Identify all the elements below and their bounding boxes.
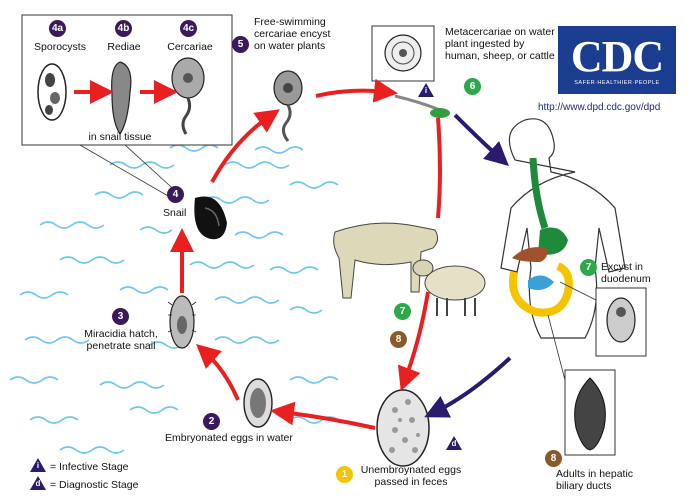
label-in-snail-tissue: in snail tissue <box>70 131 170 143</box>
label-cercariae: Cercariae <box>160 41 220 53</box>
badge-step-2: 2 <box>203 413 220 430</box>
badge-4a: 4a <box>49 20 66 37</box>
label-adults-hepatic: Adults in hepatic biliary ducts <box>556 468 656 492</box>
badge-4b: 4b <box>115 20 132 37</box>
arrow-plant-to-human <box>455 115 500 158</box>
metacercaria-illustration <box>385 35 421 71</box>
arrow-egg-to-embryonated <box>282 412 375 428</box>
cdc-logo-text: CDC <box>558 32 676 82</box>
label-metacercariae: Metacercariae on water plant ingested by… <box>445 26 555 62</box>
label-excyst-duodenum: Excyst in duodenum <box>601 261 661 285</box>
snail-illustration <box>194 196 227 239</box>
badge-step-7: 7 <box>580 259 597 276</box>
label-unembryonated-eggs: Unembroynated eggs passed in feces <box>356 464 466 488</box>
label-miracidia-hatch: Miracidia hatch, penetrate snail <box>76 328 166 352</box>
badge-step-7-animals: 7 <box>394 303 411 320</box>
human-arrows <box>435 115 510 412</box>
free-cercaria-illustration <box>274 71 302 141</box>
excyst-illustration <box>607 298 635 342</box>
legend-diagnostic-symbol: d <box>30 476 46 490</box>
badge-step-5: 5 <box>232 36 249 53</box>
legend-infective-text: = Infective Stage <box>50 461 129 473</box>
arrow-human-to-egg <box>435 358 510 412</box>
arrow-cercaria-to-plant <box>316 91 386 96</box>
miracidium-illustration <box>168 296 196 348</box>
infective-stage-marker: i <box>418 83 434 97</box>
badge-step-6: 6 <box>464 78 481 95</box>
arrow-embryonated-to-miracidia <box>205 352 238 400</box>
inset-pointer-line <box>80 145 175 200</box>
label-free-swimming-cercariae: Free-swimming cercariae encyst on water … <box>254 16 338 52</box>
badge-step-8-animals: 8 <box>390 331 407 348</box>
label-sporocysts: Sporocysts <box>28 41 92 53</box>
diagnostic-stage-marker: d <box>446 436 462 450</box>
arrow-plant-to-animals <box>438 118 440 218</box>
badge-step-8: 8 <box>545 450 562 467</box>
badge-step-1: 1 <box>336 466 353 483</box>
legend-diagnostic-text: = Diagnostic Stage <box>50 479 138 491</box>
cdc-url[interactable]: http://www.dpd.cdc.gov/dpd <box>538 102 660 114</box>
badge-step-4: 4 <box>167 186 184 203</box>
label-rediae: Rediae <box>100 41 148 53</box>
label-snail: Snail <box>163 207 186 219</box>
legend-infective-symbol: i <box>30 458 46 472</box>
sporocyst-illustration <box>38 64 66 120</box>
cdc-tagline: SAFER·HEALTHIER·PEOPLE <box>558 80 676 86</box>
unembryonated-egg-illustration <box>377 390 429 466</box>
cdc-logo: CDC SAFER·HEALTHIER·PEOPLE <box>558 26 676 94</box>
embryonated-egg-illustration <box>244 379 272 427</box>
badge-4c: 4c <box>180 20 197 37</box>
badge-step-3: 3 <box>112 308 129 325</box>
label-embryonated-eggs: Embryonated eggs in water <box>165 432 293 444</box>
water-plant-illustration <box>395 96 450 118</box>
